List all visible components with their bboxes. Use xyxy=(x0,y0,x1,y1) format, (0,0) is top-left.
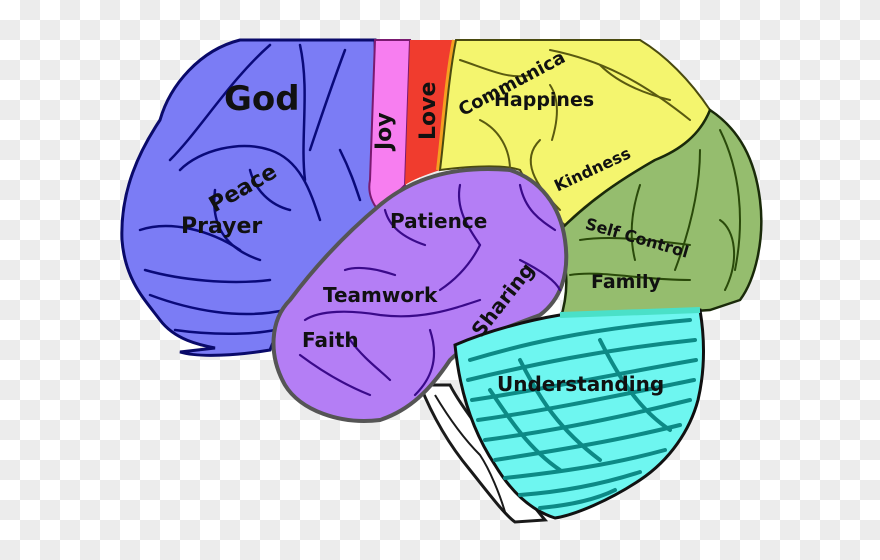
label-teamwork: Teamwork xyxy=(323,283,438,307)
love-strip xyxy=(405,40,456,185)
label-patience: Patience xyxy=(390,209,488,233)
label-god: God xyxy=(224,79,300,119)
label-understanding: Understanding xyxy=(497,372,665,396)
label-love: Love xyxy=(416,81,441,140)
label-happiness: Happines xyxy=(494,89,595,111)
occipital-lobe xyxy=(553,108,763,322)
label-faith: Faith xyxy=(302,328,359,352)
cerebellum xyxy=(453,308,705,520)
temporal-lobe xyxy=(271,167,569,423)
label-joy: Joy xyxy=(372,112,397,150)
label-family: Family xyxy=(591,271,661,293)
label-prayer: Prayer xyxy=(181,214,263,239)
